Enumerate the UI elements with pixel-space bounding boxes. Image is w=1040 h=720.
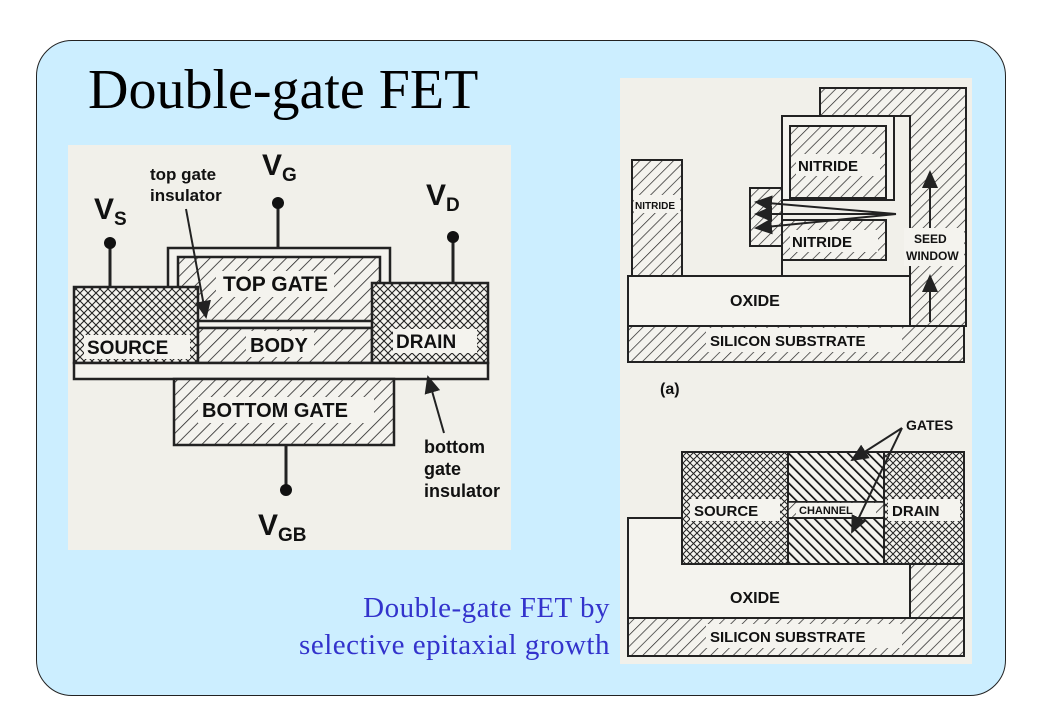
nitride-mid-label: NITRIDE xyxy=(792,234,852,251)
bottom-gate-insulator-label-2: gate xyxy=(424,459,461,479)
panel-b: SILICON SUBSTRATE OXIDE SOURCE DRAIN CHA… xyxy=(627,417,965,657)
nitride-left xyxy=(631,159,683,277)
caption-line-1: Double-gate FET by xyxy=(363,592,610,624)
bottom-gate-insulator-label-3: insulator xyxy=(424,481,500,501)
top-gate-insulator-arrow xyxy=(185,208,211,319)
bottom-gate-insulator-label-1: bottom xyxy=(424,437,485,457)
silicon-substrate-b-label: SILICON SUBSTRATE xyxy=(710,629,866,646)
body-label: BODY xyxy=(250,335,308,357)
vgb-label: VGB xyxy=(258,509,307,546)
gates-arrow-bottom xyxy=(851,427,903,534)
body-seed-a xyxy=(749,187,783,247)
source-b-label: SOURCE xyxy=(694,503,758,520)
seed-window-label-2: WINDOW xyxy=(906,249,959,263)
double-gate-fet-diagram: TOP GATE SOURCE BODY DRAIN BOTTOM GATE V… xyxy=(68,145,511,550)
vs-label: VS xyxy=(94,193,127,230)
bottom-gate-b xyxy=(787,517,885,565)
channel-b-label: CHANNEL xyxy=(799,505,853,517)
bottom-gate-insulator xyxy=(72,361,490,381)
caption-line-2: selective epitaxial growth xyxy=(299,629,610,662)
vd-label: VD xyxy=(426,179,460,216)
drain-b-label: DRAIN xyxy=(892,503,940,520)
nitride-top-label: NITRIDE xyxy=(798,158,858,175)
panel-a: SILICON SUBSTRATE OXIDE NITRIDE NITRIDE … xyxy=(627,87,967,398)
terminal-vg xyxy=(272,197,284,248)
nitride-left-label: NITRIDE xyxy=(635,201,675,212)
silicon-substrate-a-label: SILICON SUBSTRATE xyxy=(710,333,866,350)
oxide-a-label: OXIDE xyxy=(730,293,780,310)
bottom-gate-label: BOTTOM GATE xyxy=(202,400,348,422)
seed-window-label-1: SEED xyxy=(914,232,947,246)
selective-epitaxial-growth-diagram: SILICON SUBSTRATE OXIDE NITRIDE NITRIDE … xyxy=(620,78,972,664)
drain-label: DRAIN xyxy=(396,332,456,353)
top-gate-insulator-label-1: top gate xyxy=(150,165,216,184)
terminal-vs xyxy=(104,237,116,287)
oxide-b-label: OXIDE xyxy=(730,590,780,607)
panel-a-label: (a) xyxy=(660,381,680,398)
growth-arrow-3 xyxy=(754,213,897,235)
slide-caption: Double-gate FET by selective epitaxial g… xyxy=(200,590,610,664)
gates-arrow-top xyxy=(850,427,903,462)
top-gate-label: TOP GATE xyxy=(223,273,328,296)
top-gate-insulator-label-2: insulator xyxy=(150,186,222,205)
terminal-vgb xyxy=(280,445,292,496)
slide-title: Double-gate FET xyxy=(88,59,479,121)
bottom-gate-insulator-arrow xyxy=(424,375,445,434)
terminal-vd xyxy=(447,231,459,283)
vg-label: VG xyxy=(262,149,297,186)
source-label: SOURCE xyxy=(87,338,168,359)
oxide-a xyxy=(627,275,965,327)
gates-label: GATES xyxy=(906,417,953,433)
growth-arrow-1 xyxy=(754,195,897,215)
